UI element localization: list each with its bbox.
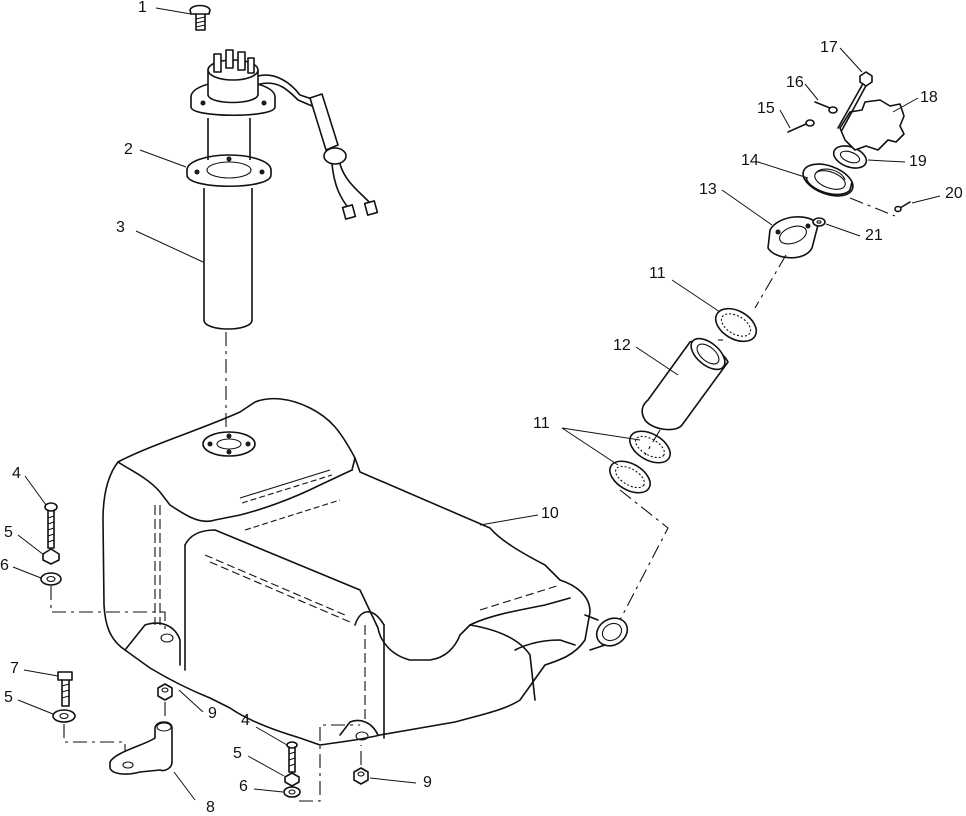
callout-9b: 9 [423,774,432,791]
callout-1: 1 [138,0,147,16]
fuel-sender-assembly [186,4,379,330]
left-mount-hardware [40,502,166,632]
callout-20: 20 [945,185,963,202]
callout-10: 10 [541,505,559,522]
callout-6: 6 [0,557,9,574]
callout-19: 19 [909,153,927,170]
callout-2: 2 [124,141,133,158]
fuel-tank [102,397,629,746]
callout-13: 13 [699,181,717,198]
right-mount-hardware [283,724,369,802]
callout-4b: 4 [241,712,250,729]
callout-14: 14 [741,152,759,169]
callout-6b: 6 [239,778,248,795]
callout-15: 15 [757,100,775,117]
callout-5b: 5 [4,689,13,706]
callout-9: 9 [208,705,217,722]
cap-hardware [787,71,911,213]
callout-5c: 5 [233,745,242,762]
callout-21: 21 [865,227,883,244]
callout-7: 7 [10,660,19,677]
callout-18: 18 [920,89,938,106]
callout-8: 8 [206,799,215,816]
callout-5: 5 [4,524,13,541]
callout-3: 3 [116,219,125,236]
filler-assembly [609,145,896,621]
callout-11b: 11 [533,415,550,432]
callout-12: 12 [613,337,631,354]
callout-17: 17 [820,39,838,56]
leader-lines [12,7,941,801]
callout-16: 16 [786,74,804,91]
bracket-hardware [52,671,173,775]
callout-11: 11 [649,265,666,282]
callout-4: 4 [12,465,21,482]
